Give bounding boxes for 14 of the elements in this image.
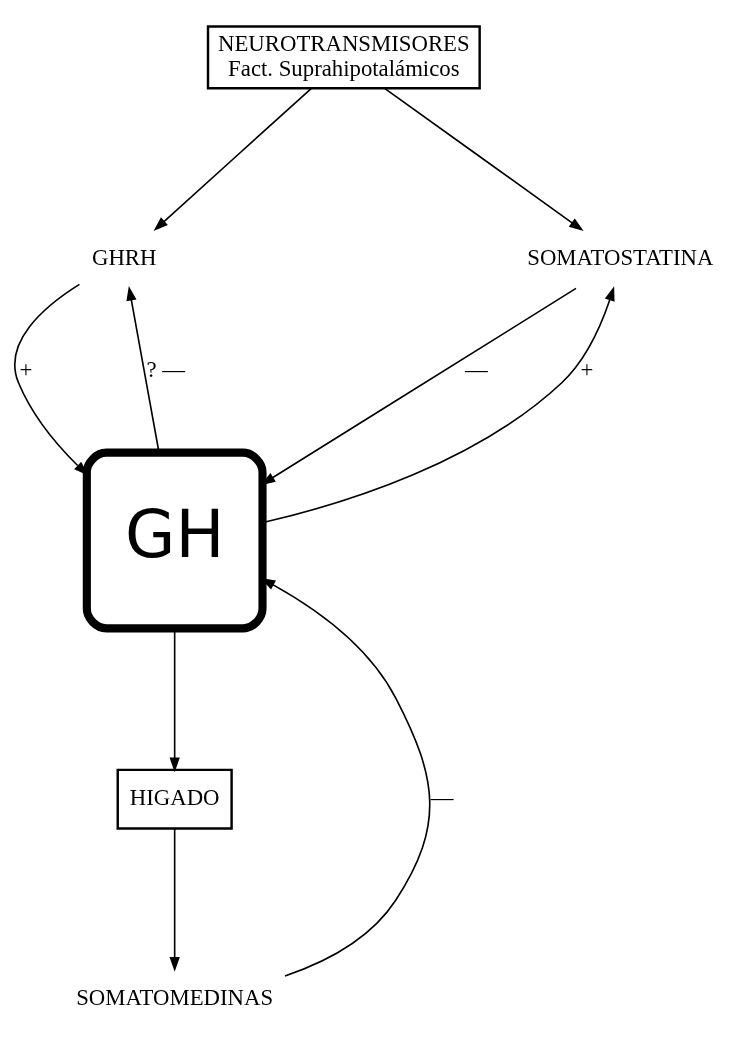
- node-text: GHRH: [91, 245, 157, 271]
- arrow: [383, 87, 584, 232]
- node-text: SOMATOMEDINAS: [76, 985, 274, 1011]
- edge-label: —: [430, 785, 454, 811]
- edge-label: —: [465, 356, 488, 382]
- node-box: HIGADO: [116, 768, 233, 830]
- edge-label: ? —: [146, 356, 185, 382]
- node-text: SOMATOSTATINA: [527, 245, 714, 271]
- arrow: [169, 827, 180, 972]
- node-box: NEUROTRANSMISORES Fact. Suprahipotalámicos: [206, 25, 481, 90]
- arrow: [153, 87, 313, 231]
- edge-label: +: [580, 356, 594, 382]
- edge-label: +: [19, 356, 33, 382]
- node-box: GH: [82, 448, 267, 633]
